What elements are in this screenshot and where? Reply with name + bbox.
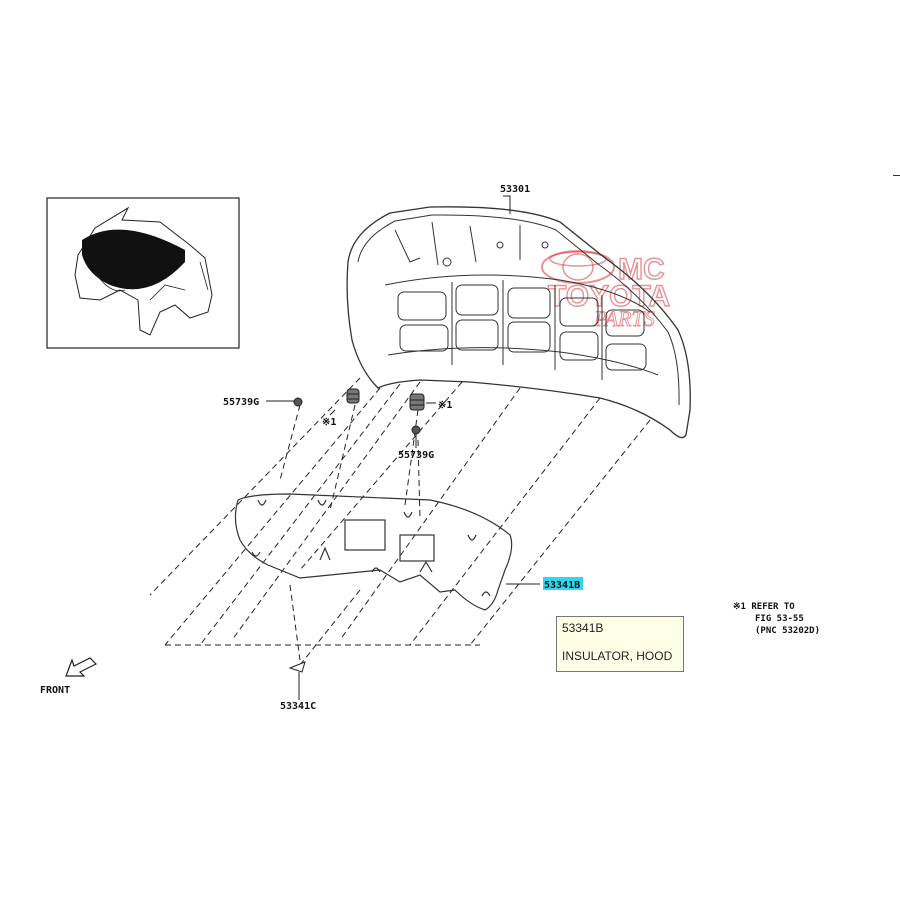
highlight-insulator [543, 577, 583, 590]
grommet-right [409, 393, 425, 411]
label-clip-bottom[interactable]: 53341C [280, 701, 316, 712]
label-clip-left[interactable]: 55739G [223, 397, 259, 408]
ref-mark-left: ※1 [322, 417, 336, 428]
front-arrow-icon [65, 657, 98, 677]
note-line1: ※1 REFER TO [733, 602, 795, 612]
clip-fastener-bottom [288, 661, 306, 690]
hood-insulator [234, 493, 513, 611]
tooltip-part-name: INSULATOR, HOOD [562, 649, 673, 663]
front-label: FRONT [40, 685, 70, 696]
part-tooltip: 53341B INSULATOR, HOOD [556, 616, 684, 672]
edge-tick [893, 175, 900, 176]
clip-fastener-center [411, 425, 421, 440]
label-hood[interactable]: 53301 [500, 184, 530, 195]
leader-lines [266, 195, 540, 700]
tooltip-part-code: 53341B [562, 621, 604, 635]
ref-mark-right: ※1 [438, 400, 452, 411]
note-line2: FIG 53-55 [755, 614, 804, 624]
note-line3: (PNC 53202D) [755, 626, 820, 636]
grommet-left [346, 388, 360, 404]
hood-panel [346, 206, 691, 439]
label-insulator[interactable]: 53341B [544, 580, 580, 591]
label-clip-center[interactable]: 55739G [398, 450, 434, 461]
watermark-line1: MC [618, 253, 665, 286]
clip-fastener-left [293, 397, 303, 407]
locator-inset [46, 197, 240, 349]
